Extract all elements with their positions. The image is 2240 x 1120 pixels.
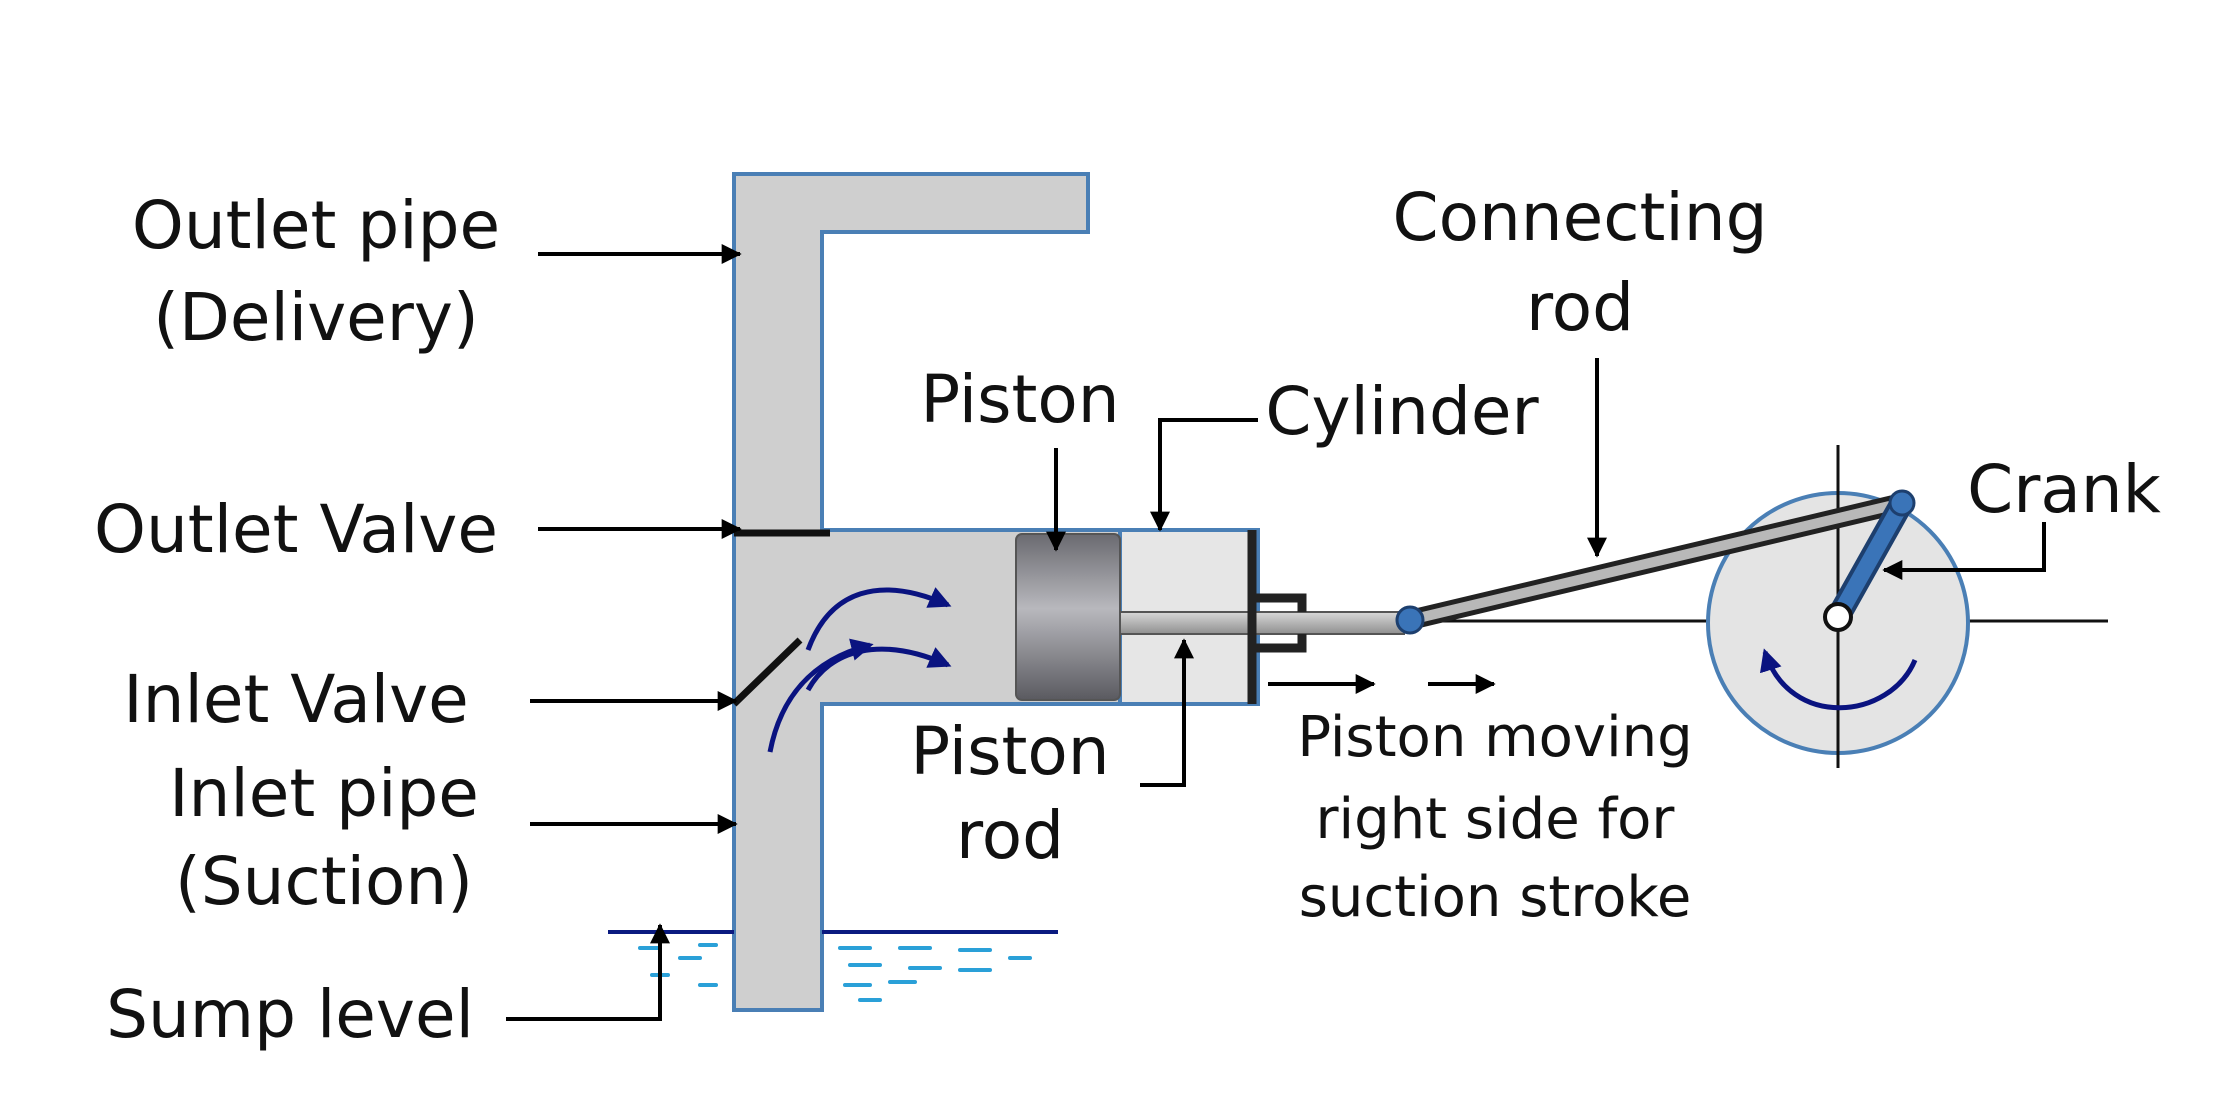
label-crank: Crank: [1967, 451, 2161, 528]
piston: [1015, 533, 1121, 701]
sump-water: [608, 930, 1058, 1002]
label-piston-rod-sub: rod: [956, 797, 1064, 874]
label-piston-rod: Piston: [910, 713, 1109, 790]
label-sump-level: Sump level: [106, 976, 474, 1053]
label-motion-1: Piston moving: [1297, 705, 1692, 770]
label-outlet-pipe-sub: (Delivery): [153, 279, 478, 356]
label-outlet-valve: Outlet Valve: [94, 491, 498, 568]
label-motion-3: suction stroke: [1299, 865, 1692, 930]
label-inlet-valve: Inlet Valve: [123, 661, 469, 738]
label-motion-2: right side for: [1316, 787, 1676, 852]
leader-arrows: [506, 244, 2046, 1021]
rotation-arrow: [1760, 648, 1918, 711]
flow-arrows: [767, 587, 952, 753]
gland-seal: [1247, 530, 1307, 704]
label-cylinder: Cylinder: [1265, 373, 1539, 450]
label-connecting-rod-sub: rod: [1526, 269, 1634, 346]
label-inlet-pipe: Inlet pipe: [169, 755, 479, 832]
label-inlet-pipe-sub: (Suction): [175, 843, 473, 920]
label-connecting-rod: Connecting: [1393, 179, 1768, 256]
piston-rod: [1119, 611, 1405, 635]
label-outlet-pipe: Outlet pipe: [132, 187, 500, 264]
inlet-valve: [731, 637, 803, 707]
label-piston: Piston: [920, 361, 1119, 438]
